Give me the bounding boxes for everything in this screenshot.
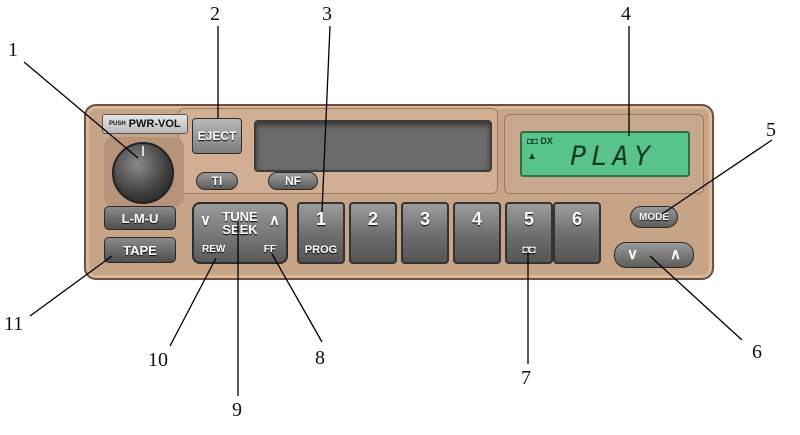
lcd-display (520, 131, 690, 177)
pwr-vol-text: PWR-VOL (128, 118, 181, 130)
tune-label: TUNE (222, 209, 258, 224)
callout-7: 7 (521, 367, 531, 389)
up-down-arrow-button[interactable]: ∨ ∧ (614, 242, 694, 268)
ff-label: FF (263, 244, 276, 255)
tape-direction-indicator: ▲ (527, 151, 537, 162)
callout-2: 2 (210, 3, 220, 25)
preset-number: 3 (419, 209, 430, 229)
preset-number: 6 (571, 209, 582, 229)
callout-10: 10 (148, 349, 168, 371)
callout-6: 6 (752, 341, 762, 363)
leader-line-3 (321, 25, 331, 213)
leader-line-5 (661, 139, 773, 215)
leader-line-8 (271, 253, 323, 343)
preset-button-6[interactable]: 6 (553, 202, 601, 264)
nf-button[interactable]: NF (268, 172, 318, 190)
callout-8: 8 (315, 347, 325, 369)
rew-label: REW (202, 244, 226, 255)
leader-line-10 (169, 257, 217, 347)
cassette-slot (254, 120, 492, 172)
preset-button-3[interactable]: 3 (401, 202, 449, 264)
ti-button[interactable]: TI (196, 172, 238, 190)
preset-button-4[interactable]: 4 (453, 202, 501, 264)
preset-button-2[interactable]: 2 (349, 202, 397, 264)
seek-label: SEEK (222, 222, 258, 237)
callout-3: 3 (322, 3, 332, 25)
chevron-down-icon: ∨ (627, 246, 638, 263)
push-label: PUSH (109, 121, 126, 127)
chevron-up-icon: ∧ (670, 246, 681, 263)
callout-11: 11 (4, 313, 24, 335)
knob-indicator (142, 146, 144, 156)
preset-number: 1 (315, 209, 326, 229)
callout-1: 1 (8, 39, 18, 61)
chevron-up-icon: ∧ (269, 212, 280, 229)
preset-number: 2 (367, 209, 378, 229)
tune-seek-rocker[interactable]: ∨ ∧ TUNE SEEK REW FF (192, 202, 288, 264)
preset-number: 4 (471, 209, 482, 229)
chevron-down-icon: ∨ (200, 212, 211, 229)
callout-9: 9 (232, 399, 242, 421)
display-text: PLAY (570, 141, 656, 172)
pwr-vol-label: PUSH PWR-VOL (102, 114, 188, 134)
prog-label: PROG (304, 244, 338, 256)
preset-number: 5 (523, 209, 534, 229)
band-lmu-button[interactable]: L-M-U (104, 206, 176, 230)
leader-line-6 (649, 255, 743, 341)
callout-5: 5 (766, 119, 776, 141)
eject-button[interactable]: EJECT (192, 118, 242, 154)
callout-4: 4 (621, 3, 631, 25)
preset-button-1[interactable]: 1 PROG (297, 202, 345, 264)
leader-line-1 (23, 61, 139, 159)
dolby-icon: ◘◘ (522, 244, 536, 256)
preset-button-5[interactable]: 5 ◘◘ (505, 202, 553, 264)
dolby-dx-indicator: ◘◘ DX (527, 136, 553, 146)
tape-button[interactable]: TAPE (104, 237, 176, 263)
leader-line-11 (29, 255, 113, 317)
